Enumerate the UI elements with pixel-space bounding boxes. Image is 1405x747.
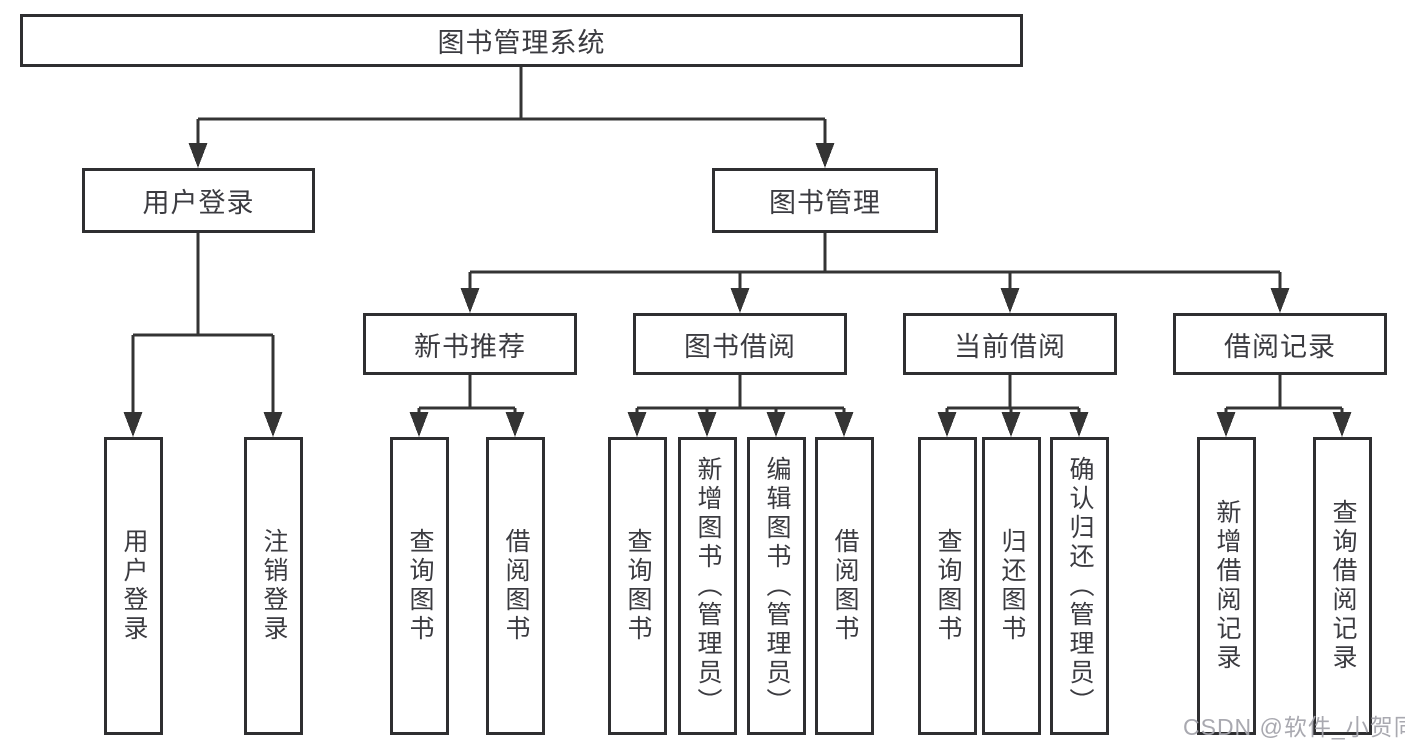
leaf-label: 用户登录 [120,528,148,644]
node-add-books-admin: 新增图书（管理员） [678,437,737,735]
leaf-label: 新增图书（管理员） [694,455,722,717]
node-query-books-newbook: 查询图书 [390,437,449,735]
node-edit-books-admin: 编辑图书（管理员） [747,437,806,735]
node-query-books-current: 查询图书 [918,437,977,735]
leaf-label: 确认归还（管理员） [1066,455,1094,717]
csdn-watermark: CSDN @软件_小贺同学 [1183,714,1405,740]
node-new-book-recommend: 新书推荐 [363,313,577,375]
node-add-borrow-record: 新增借阅记录 [1197,437,1256,735]
leaf-label: 查询图书 [934,528,962,644]
node-return-books: 归还图书 [982,437,1041,735]
node-user-login-branch: 用户登录 [82,168,315,233]
node-current-borrowing: 当前借阅 [903,313,1117,375]
node-borrow-books-newbook: 借阅图书 [486,437,545,735]
leaf-label: 查询图书 [624,528,652,644]
leaf-label: 查询借阅记录 [1329,499,1357,673]
leaf-label: 编辑图书（管理员） [763,455,791,717]
leaf-label: 归还图书 [998,528,1026,644]
leaf-label: 借阅图书 [502,528,530,644]
leaf-label: 查询图书 [406,528,434,644]
leaf-label: 借阅图书 [831,528,859,644]
node-borrow-books-leaf: 借阅图书 [815,437,874,735]
node-query-books-borrow: 查询图书 [608,437,667,735]
node-user-login-leaf: 用户登录 [104,437,163,735]
node-query-borrow-record: 查询借阅记录 [1313,437,1372,735]
node-book-borrowing: 图书借阅 [633,313,847,375]
node-system-root: 图书管理系统 [20,14,1023,67]
node-borrow-records: 借阅记录 [1173,313,1387,375]
node-logout-leaf: 注销登录 [244,437,303,735]
node-confirm-return-admin: 确认归还（管理员） [1050,437,1109,735]
node-book-management-branch: 图书管理 [712,168,938,233]
arrowheads [123,143,1352,437]
leaf-label: 新增借阅记录 [1213,499,1241,673]
leaf-label: 注销登录 [260,528,288,644]
